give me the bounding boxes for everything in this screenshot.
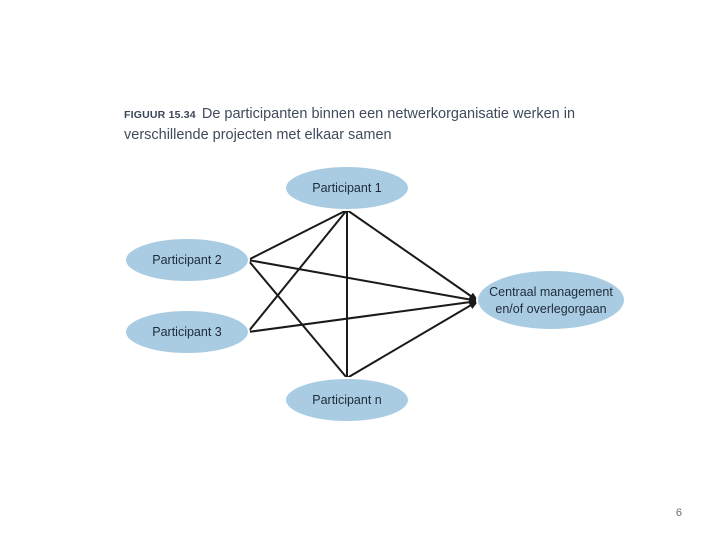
- edge-p1-p2: [247, 209, 348, 261]
- edge-p2-pn: [247, 259, 348, 379]
- node-central-management: Centraal management en/of overlegorgaan: [476, 269, 626, 331]
- node-participant-1: Participant 1: [284, 165, 410, 211]
- node-participant-n: Participant n: [284, 377, 410, 423]
- edge-p1-central: [346, 209, 479, 302]
- node-participant-n-label: Participant n: [312, 393, 382, 407]
- node-central-line2: en/of overlegorgaan: [495, 302, 606, 316]
- edge-p1-p3: [247, 209, 348, 333]
- page-number: 6: [675, 507, 682, 519]
- edge-pn-central: [346, 300, 479, 379]
- edge-p2-central: [247, 259, 479, 304]
- figure-label: FIGUUR 15.34: [124, 109, 196, 121]
- edges: [247, 209, 479, 379]
- node-participant-2-label: Participant 2: [152, 253, 222, 267]
- node-participant-1-label: Participant 1: [312, 181, 382, 195]
- node-central-line1: Centraal management: [489, 285, 613, 299]
- figure-caption-text: De participanten binnen een netwerkorgan…: [124, 106, 576, 143]
- node-participant-3: Participant 3: [124, 309, 250, 355]
- node-participant-3-label: Participant 3: [152, 325, 222, 339]
- edge-p3-central: [247, 298, 479, 333]
- node-participant-2: Participant 2: [124, 237, 250, 283]
